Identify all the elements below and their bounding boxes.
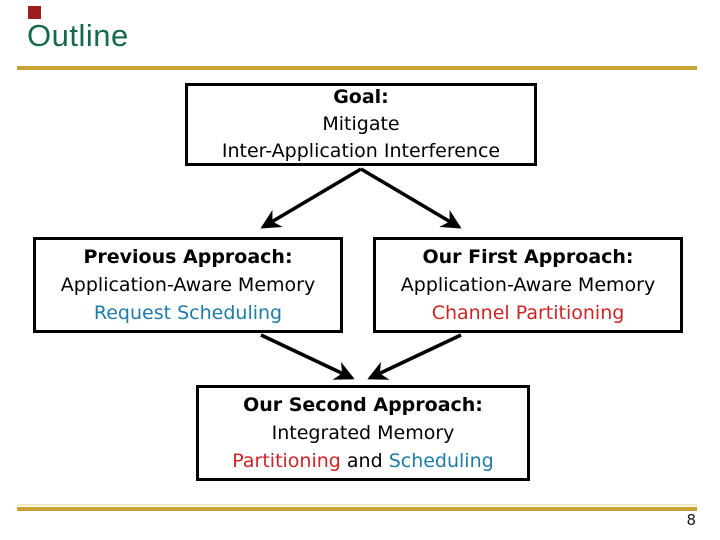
first-approach-line3: Channel Partitioning: [431, 302, 625, 324]
first-approach-heading: Our First Approach:: [422, 246, 634, 268]
page-title: Outline: [27, 18, 129, 53]
footer-rule: [17, 507, 697, 511]
corner-accent-square: [28, 6, 41, 19]
first-approach-box: Our First Approach: Application-Aware Me…: [373, 237, 683, 333]
page-number: 8: [686, 511, 696, 529]
goal-box-line3: Inter-Application Interference: [221, 140, 501, 162]
second-approach-box: Our Second Approach: Integrated Memory P…: [196, 385, 530, 481]
previous-approach-heading: Previous Approach:: [83, 246, 293, 268]
goal-box-line2: Mitigate: [322, 113, 400, 135]
goal-box: Goal: Mitigate Inter-Application Interfe…: [185, 83, 537, 166]
second-approach-scheduling: Scheduling: [388, 450, 494, 472]
second-approach-and: and: [340, 450, 389, 472]
previous-approach-line2: Application-Aware Memory: [60, 274, 316, 296]
second-approach-line2: Integrated Memory: [271, 422, 455, 444]
previous-approach-box: Previous Approach: Application-Aware Mem…: [33, 237, 343, 333]
first-approach-line2: Application-Aware Memory: [400, 274, 656, 296]
second-approach-heading: Our Second Approach:: [243, 394, 483, 416]
previous-approach-line3: Request Scheduling: [93, 302, 283, 324]
second-approach-line3: Partitioning and Scheduling: [232, 447, 493, 475]
second-approach-partitioning: Partitioning: [232, 450, 341, 472]
goal-box-heading: Goal:: [333, 86, 389, 108]
footer-rule-highlight: [17, 504, 697, 506]
title-divider-rule: [17, 66, 697, 70]
